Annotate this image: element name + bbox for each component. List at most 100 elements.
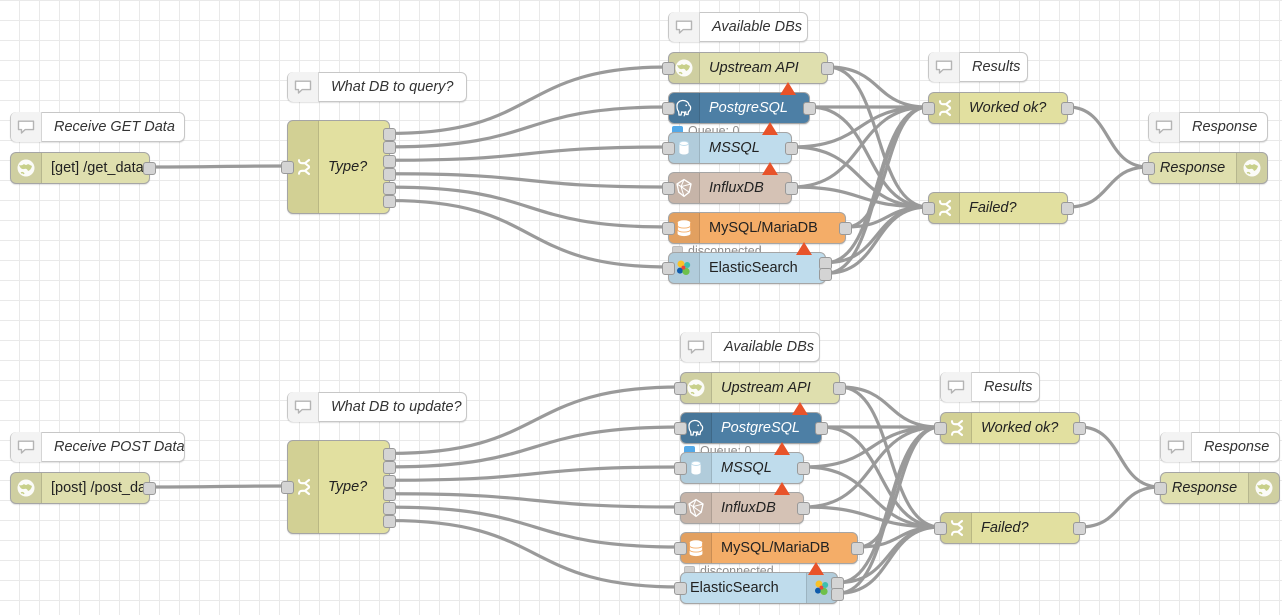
input-port[interactable]: [662, 221, 675, 235]
output-port[interactable]: [797, 501, 810, 515]
switch-node-type[interactable]: Type?: [281, 440, 396, 534]
http-response-node[interactable]: Response: [1154, 472, 1280, 504]
output-port[interactable]: [797, 461, 810, 475]
input-port[interactable]: [281, 480, 294, 494]
input-port[interactable]: [674, 501, 687, 515]
database-node[interactable]: MSSQL: [662, 132, 798, 164]
input-port[interactable]: [674, 381, 687, 395]
result-switch-node[interactable]: Worked ok?: [922, 92, 1074, 124]
output-port[interactable]: [383, 461, 396, 475]
node-label: PostgreSQL: [709, 100, 788, 116]
node-label: Type?: [328, 479, 368, 495]
http-in-node[interactable]: [get] /get_data: [10, 152, 156, 184]
output-port[interactable]: [831, 587, 844, 601]
input-port[interactable]: [674, 421, 687, 435]
comment-receive-data[interactable]: Receive GET Data: [10, 112, 185, 142]
node-label: ElasticSearch: [709, 260, 798, 276]
output-port[interactable]: [1061, 101, 1074, 115]
output-port[interactable]: [1073, 521, 1086, 535]
input-port[interactable]: [662, 141, 675, 155]
database-node[interactable]: InfluxDB: [662, 172, 798, 204]
result-switch-node[interactable]: Worked ok?: [934, 412, 1086, 444]
database-node[interactable]: ElasticSearch: [662, 252, 832, 284]
output-port[interactable]: [143, 161, 156, 175]
input-port[interactable]: [934, 421, 947, 435]
input-port[interactable]: [934, 521, 947, 535]
database-node[interactable]: InfluxDB: [674, 492, 810, 524]
output-port[interactable]: [143, 481, 156, 495]
input-port[interactable]: [662, 261, 675, 275]
comment-results[interactable]: Results: [940, 372, 1040, 402]
output-port[interactable]: [819, 267, 832, 281]
comment-label: Receive POST Data: [54, 439, 184, 455]
database-node[interactable]: PostgreSQL: [674, 412, 828, 444]
switch-node-type[interactable]: Type?: [281, 120, 396, 214]
output-port[interactable]: [785, 141, 798, 155]
input-port[interactable]: [922, 101, 935, 115]
output-port[interactable]: [815, 421, 828, 435]
comment-response[interactable]: Response: [1148, 112, 1268, 142]
input-port[interactable]: [281, 160, 294, 174]
output-port[interactable]: [383, 181, 396, 195]
comment-results[interactable]: Results: [928, 52, 1028, 82]
input-port[interactable]: [674, 541, 687, 555]
http-response-node[interactable]: Response: [1142, 152, 1268, 184]
output-port[interactable]: [383, 195, 396, 209]
output-port[interactable]: [383, 447, 396, 461]
output-port[interactable]: [383, 168, 396, 182]
output-port[interactable]: [1073, 421, 1086, 435]
database-node[interactable]: ElasticSearch: [674, 572, 844, 604]
input-port[interactable]: [662, 181, 675, 195]
input-port[interactable]: [674, 461, 687, 475]
comment-what-db[interactable]: What DB to query?: [287, 72, 467, 102]
comment-icon: [11, 112, 42, 142]
database-node[interactable]: Upstream API: [674, 372, 846, 404]
comment-available-dbs[interactable]: Available DBs: [680, 332, 820, 362]
database-node[interactable]: PostgreSQL: [662, 92, 816, 124]
output-port[interactable]: [1061, 201, 1074, 215]
node-label: Upstream API: [721, 380, 811, 396]
http-in-node[interactable]: [post] /post_data: [10, 472, 156, 504]
output-port[interactable]: [383, 127, 396, 141]
database-node[interactable]: MSSQL: [674, 452, 810, 484]
input-port[interactable]: [674, 581, 687, 595]
output-port[interactable]: [851, 541, 864, 555]
output-port[interactable]: [821, 61, 834, 75]
database-node[interactable]: MySQL/MariaDB: [674, 532, 864, 564]
warning-badge: [796, 242, 812, 255]
output-port[interactable]: [803, 101, 816, 115]
output-port[interactable]: [383, 501, 396, 515]
input-port[interactable]: [662, 61, 675, 75]
input-port[interactable]: [662, 101, 675, 115]
input-port[interactable]: [1142, 161, 1155, 175]
comment-label: Receive GET Data: [54, 119, 175, 135]
node-label: PostgreSQL: [721, 420, 800, 436]
database-node[interactable]: MySQL/MariaDB: [662, 212, 852, 244]
node-label: Upstream API: [709, 60, 799, 76]
output-port[interactable]: [833, 381, 846, 395]
warning-badge: [792, 402, 808, 415]
comment-available-dbs[interactable]: Available DBs: [668, 12, 808, 42]
comment-receive-data[interactable]: Receive POST Data: [10, 432, 185, 462]
node-label: InfluxDB: [721, 500, 776, 516]
node-label: InfluxDB: [709, 180, 764, 196]
output-port[interactable]: [383, 154, 396, 168]
output-port[interactable]: [383, 515, 396, 529]
output-port[interactable]: [383, 141, 396, 155]
output-port[interactable]: [383, 474, 396, 488]
node-label: Failed?: [969, 200, 1017, 216]
comment-icon: [681, 332, 712, 362]
comment-response[interactable]: Response: [1160, 432, 1280, 462]
input-port[interactable]: [1154, 481, 1167, 495]
comment-icon: [941, 372, 972, 402]
output-port[interactable]: [785, 181, 798, 195]
node-label: Worked ok?: [981, 420, 1059, 436]
result-switch-node[interactable]: Failed?: [934, 512, 1086, 544]
output-port[interactable]: [383, 488, 396, 502]
database-node[interactable]: Upstream API: [662, 52, 834, 84]
result-switch-node[interactable]: Failed?: [922, 192, 1074, 224]
input-port[interactable]: [922, 201, 935, 215]
comment-what-db[interactable]: What DB to update?: [287, 392, 467, 422]
output-port[interactable]: [839, 221, 852, 235]
